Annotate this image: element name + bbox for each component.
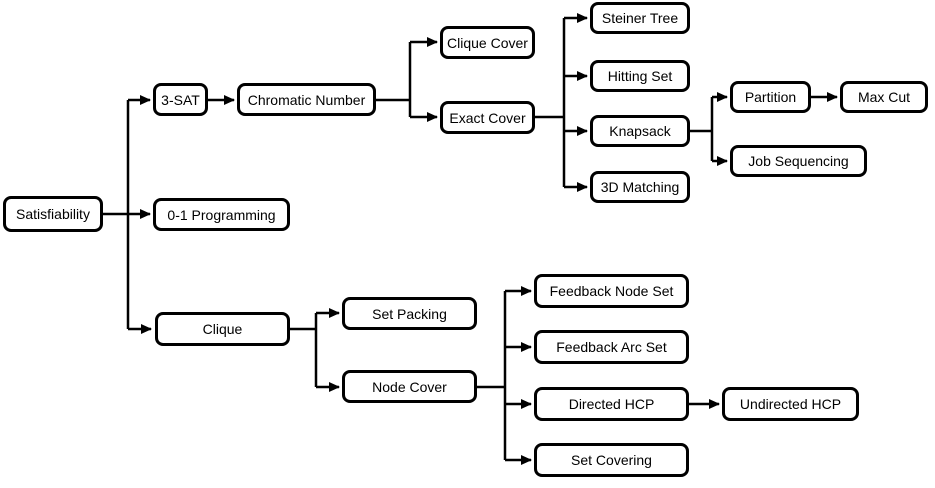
node-node-cover: Node Cover bbox=[342, 370, 477, 403]
node-directed-hcp: Directed HCP bbox=[534, 387, 689, 421]
node-3d-matching: 3D Matching bbox=[590, 171, 690, 203]
node-hitting-set: Hitting Set bbox=[590, 60, 690, 92]
node-knapsack: Knapsack bbox=[590, 115, 690, 147]
node-clique-cover: Clique Cover bbox=[440, 26, 535, 59]
edge-satisfiability-trunk bbox=[103, 100, 130, 329]
edge-node-cover-trunk bbox=[477, 291, 507, 460]
node-max-cut: Max Cut bbox=[840, 81, 928, 113]
edge-knapsack-trunk bbox=[690, 97, 714, 161]
node-set-covering: Set Covering bbox=[534, 443, 689, 477]
node-chromatic-number: Chromatic Number bbox=[237, 83, 376, 116]
node-steiner-tree: Steiner Tree bbox=[590, 2, 690, 34]
node-partition: Partition bbox=[730, 81, 811, 113]
node-0-1-programming: 0-1 Programming bbox=[153, 198, 290, 231]
edge-chromatic-number-trunk bbox=[376, 42, 412, 117]
node-satisfiability: Satisfiability bbox=[3, 196, 103, 232]
node-feedback-node-set: Feedback Node Set bbox=[534, 274, 689, 308]
node-set-packing: Set Packing bbox=[342, 297, 477, 330]
node-exact-cover: Exact Cover bbox=[440, 101, 535, 134]
edge-exact-cover-trunk bbox=[535, 18, 566, 187]
node-undirected-hcp: Undirected HCP bbox=[722, 387, 859, 421]
node-job-sequencing: Job Sequencing bbox=[730, 145, 867, 177]
node-3-sat: 3-SAT bbox=[153, 83, 208, 116]
node-feedback-arc-set: Feedback Arc Set bbox=[534, 330, 689, 364]
edge-clique-trunk bbox=[290, 313, 318, 387]
node-clique: Clique bbox=[155, 312, 290, 346]
